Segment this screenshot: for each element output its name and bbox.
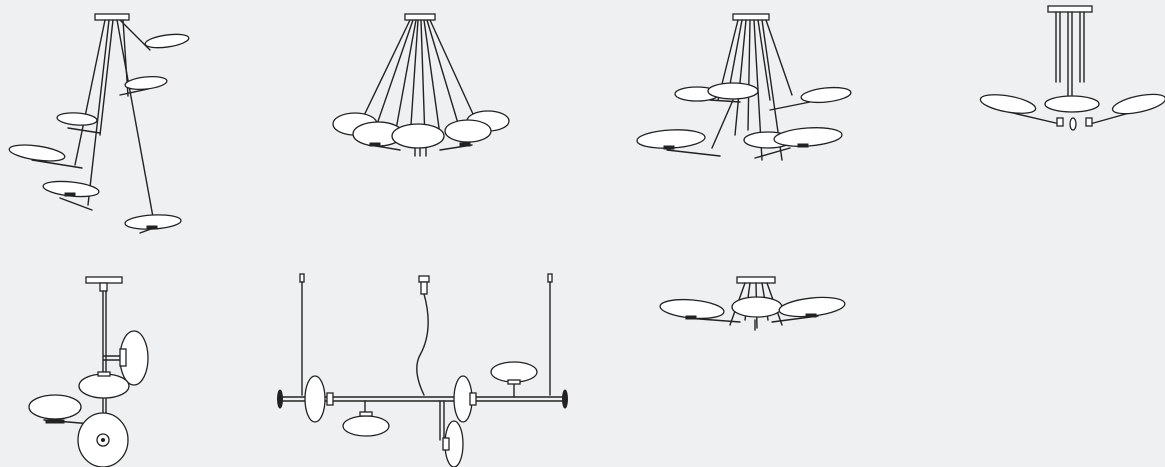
- fixture-vertical: [28, 276, 149, 467]
- fixture-triple-flush: [979, 5, 1165, 131]
- fixture-cluster: [332, 13, 510, 157]
- fixture-linear: [277, 273, 568, 467]
- fixture-cascade: [8, 13, 190, 234]
- fixture-small-flush: [659, 276, 846, 331]
- fixture-spread: [636, 13, 852, 161]
